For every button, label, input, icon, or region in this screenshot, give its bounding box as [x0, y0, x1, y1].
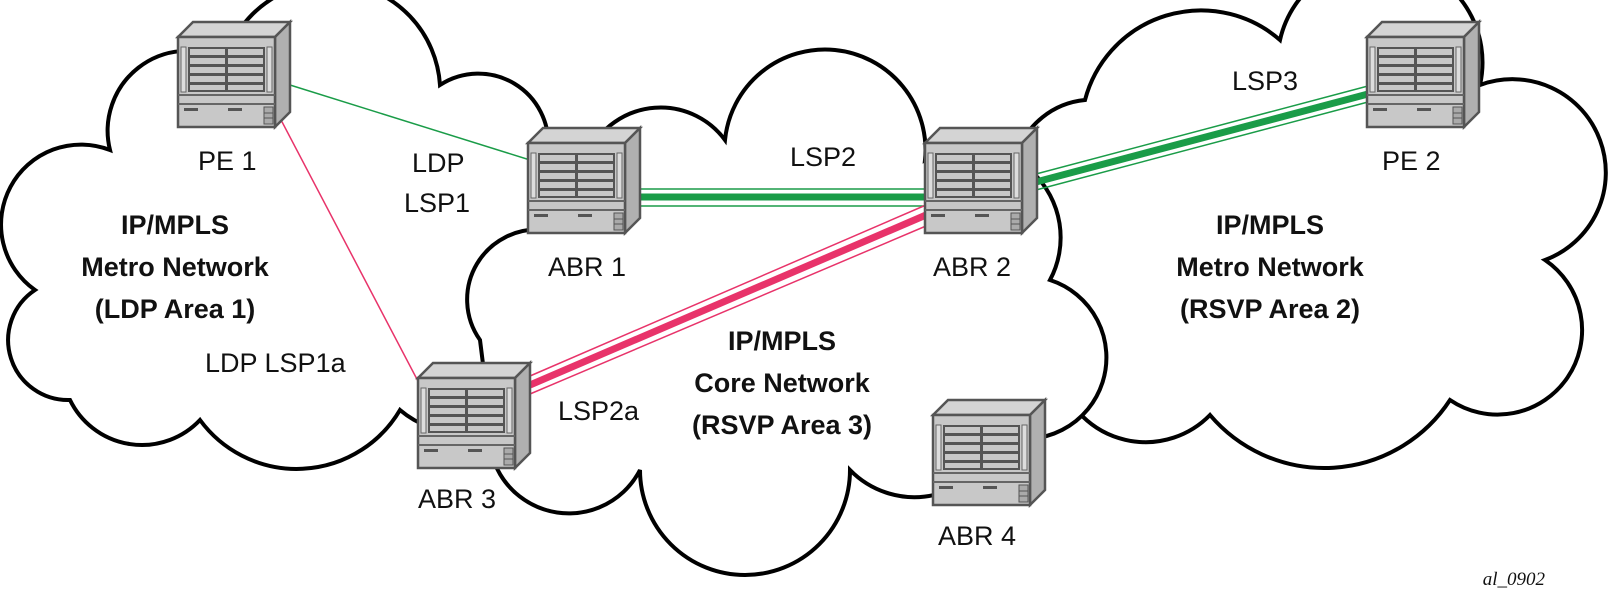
ldp-lsp1a-link	[279, 117, 421, 386]
label-abr1: ABR 1	[548, 252, 626, 282]
label-abr4: ABR 4	[938, 521, 1016, 551]
area-left-line3: (LDP Area 1)	[95, 294, 256, 324]
label-lsp2: LSP2	[790, 142, 856, 172]
label-ldp-lsp1-line1: LDP	[412, 148, 465, 178]
area-core-line2: Core Network	[694, 368, 871, 398]
label-abr3: ABR 3	[418, 484, 496, 514]
router-pe1-icon	[176, 20, 292, 129]
area-left-line1: IP/MPLS	[121, 210, 229, 240]
area-right-line3: (RSVP Area 2)	[1180, 294, 1360, 324]
area-core-line3: (RSVP Area 3)	[692, 410, 872, 440]
label-pe2: PE 2	[1382, 146, 1441, 176]
area-left-line2: Metro Network	[81, 252, 270, 282]
ldp-lsp1-link	[289, 84, 531, 161]
router-abr3-icon	[416, 361, 532, 470]
area-right-line2: Metro Network	[1176, 252, 1365, 282]
label-abr2: ABR 2	[933, 252, 1011, 282]
area-right-line1: IP/MPLS	[1216, 210, 1324, 240]
area-core-line1: IP/MPLS	[728, 326, 836, 356]
label-lsp2a: LSP2a	[558, 396, 640, 426]
router-abr1-icon	[526, 126, 642, 235]
lsp2-link	[640, 188, 926, 207]
label-lsp3: LSP3	[1232, 66, 1298, 96]
cloud-ldp-area-1	[0, 0, 598, 471]
label-ldp-lsp1-line2: LSP1	[404, 188, 470, 218]
lsp3-link	[1035, 85, 1369, 191]
label-pe1: PE 1	[198, 146, 257, 176]
label-ldp-lsp1a: LDP LSP1a	[205, 348, 347, 378]
lsp2a-link	[528, 204, 928, 395]
router-abr4-icon	[931, 398, 1047, 507]
router-abr2-icon	[923, 126, 1039, 235]
router-pe2-icon	[1365, 20, 1481, 129]
figure-id: al_0902	[1483, 569, 1546, 590]
